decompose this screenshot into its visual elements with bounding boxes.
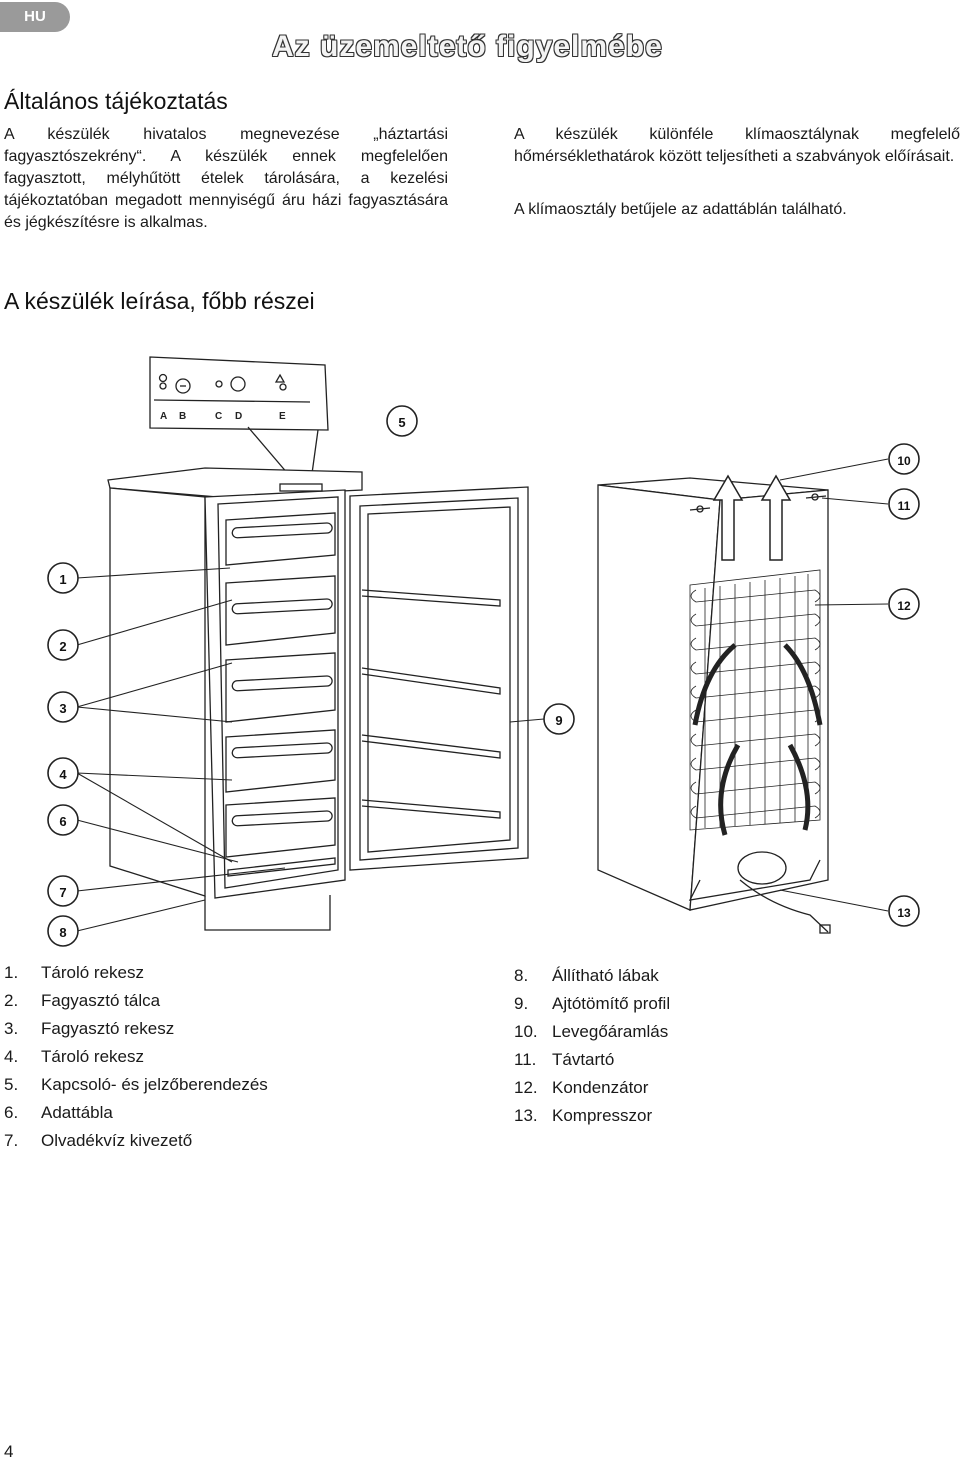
- panel-letter-b: B: [179, 411, 186, 422]
- climate-class-paragraph: A készülék különféle klímaosztálynak meg…: [514, 126, 960, 165]
- svg-text:2: 2: [59, 639, 66, 654]
- svg-text:5: 5: [398, 415, 405, 430]
- legend-number: 12.: [514, 1078, 538, 1097]
- freezer-rear-view: [597, 474, 831, 934]
- svg-text:6: 6: [59, 814, 66, 829]
- control-panel-detail: A B C D E: [149, 356, 329, 489]
- svg-text:13: 13: [897, 906, 911, 920]
- freezer-front-view: [107, 467, 529, 931]
- legend-number: 5.: [4, 1075, 19, 1094]
- compressor: [688, 851, 831, 934]
- callout-13: 13: [888, 895, 920, 927]
- legend-number: 9.: [514, 994, 529, 1013]
- legend-item: 6. Adattábla: [4, 1099, 268, 1127]
- callout-6: 6: [47, 804, 79, 836]
- svg-text:11: 11: [898, 499, 911, 513]
- parts-legend-left: 1. Tároló rekesz 2. Fagyasztó tálca 3. Fagy…: [4, 959, 268, 1155]
- legend-number: 2.: [4, 991, 19, 1010]
- legend-label: Fagyasztó rekesz: [41, 1019, 175, 1038]
- callouts: 1 2 3 4 5 6 7 8 9 10 11 12 13: [47, 405, 920, 947]
- svg-text:4: 4: [59, 767, 67, 782]
- legend-label: Fagyasztó tálca: [41, 991, 161, 1010]
- legend-number: 11.: [514, 1050, 537, 1069]
- legend-label: Adattábla: [41, 1103, 113, 1122]
- callout-9: 9: [543, 703, 575, 735]
- legend-number: 10.: [514, 1022, 538, 1041]
- legend-number: 1.: [4, 963, 19, 982]
- legend-label: Tároló rekesz: [41, 1047, 144, 1066]
- callout-11: 11: [888, 488, 920, 520]
- drawers: [225, 512, 336, 877]
- appliance-diagram: A B C D E: [47, 356, 920, 947]
- legend-item: 4. Tároló rekesz: [4, 1043, 268, 1071]
- callout-4: 4: [47, 757, 79, 789]
- section-heading-parts: A készülék leírása, főbb részei: [4, 288, 315, 314]
- svg-text:8: 8: [59, 925, 66, 940]
- callout-1: 1: [47, 562, 79, 594]
- legend-label: Kompresszor: [552, 1106, 653, 1125]
- climate-class-note: A klímaosztály betűjele az adattáblán ta…: [514, 201, 847, 218]
- callout-5: 5: [386, 405, 418, 437]
- parts-legend-right: 8. Állítható lábak 9. Ajtótömítő profil 10…: [514, 962, 670, 1130]
- page-number: 4: [4, 1442, 14, 1461]
- legend-item: 2. Fagyasztó tálca: [4, 987, 268, 1015]
- legend-number: 8.: [514, 966, 529, 985]
- svg-text:3: 3: [59, 701, 66, 716]
- callout-3: 3: [47, 691, 79, 723]
- panel-letter-a: A: [160, 411, 167, 422]
- svg-text:12: 12: [897, 599, 911, 613]
- general-paragraph: A készülék hivatalos megnevezése „háztar…: [4, 126, 448, 231]
- callout-2: 2: [47, 629, 79, 661]
- language-badge: HU: [0, 2, 70, 32]
- legend-number: 3.: [4, 1019, 19, 1038]
- panel-letter-c: C: [215, 411, 222, 422]
- legend-number: 7.: [4, 1131, 19, 1150]
- spacers: [689, 493, 827, 513]
- legend-label: Ajtótömítő profil: [552, 994, 671, 1013]
- legend-item: 13. Kompresszor: [514, 1102, 670, 1130]
- panel-letter-d: D: [235, 411, 242, 422]
- legend-item: 1. Tároló rekesz: [4, 959, 268, 987]
- legend-label: Tároló rekesz: [41, 963, 144, 982]
- legend-item: 7. Olvadékvíz kivezető: [4, 1127, 268, 1155]
- section-heading-general: Általános tájékoztatás: [4, 88, 228, 114]
- svg-text:7: 7: [59, 885, 66, 900]
- legend-label: Távtartó: [552, 1050, 615, 1069]
- legend-label: Kapcsoló- és jelzőberendezés: [41, 1075, 268, 1094]
- callout-8: 8: [47, 915, 79, 947]
- legend-label: Kondenzátor: [552, 1078, 649, 1097]
- legend-label: Levegőáramlás: [552, 1022, 669, 1041]
- callout-7: 7: [47, 875, 79, 907]
- page-title: Az üzemeltető figyelmébe: [272, 30, 663, 63]
- svg-text:9: 9: [555, 713, 562, 728]
- leader-lines: [76, 458, 889, 932]
- legend-number: 6.: [4, 1103, 19, 1122]
- callout-10: 10: [888, 443, 920, 475]
- svg-text:10: 10: [897, 454, 911, 468]
- legend-number: 4.: [4, 1047, 19, 1066]
- legend-label: Állítható lábak: [552, 966, 659, 985]
- legend-item: 11. Távtartó: [514, 1046, 670, 1074]
- legend-item: 5. Kapcsoló- és jelzőberendezés: [4, 1071, 268, 1099]
- legend-item: 12. Kondenzátor: [514, 1074, 670, 1102]
- door-shelves: [361, 589, 501, 819]
- legend-number: 13.: [514, 1106, 538, 1125]
- legend-item: 3. Fagyasztó rekesz: [4, 1015, 268, 1043]
- legend-item: 8. Állítható lábak: [514, 962, 670, 990]
- panel-letter-e: E: [279, 411, 286, 422]
- svg-text:1: 1: [59, 572, 66, 587]
- legend-label: Olvadékvíz kivezető: [41, 1131, 193, 1150]
- callout-12: 12: [888, 588, 920, 620]
- airflow-arrows: [692, 474, 823, 836]
- legend-item: 9. Ajtótömítő profil: [514, 990, 670, 1018]
- legend-item: 10. Levegőáramlás: [514, 1018, 670, 1046]
